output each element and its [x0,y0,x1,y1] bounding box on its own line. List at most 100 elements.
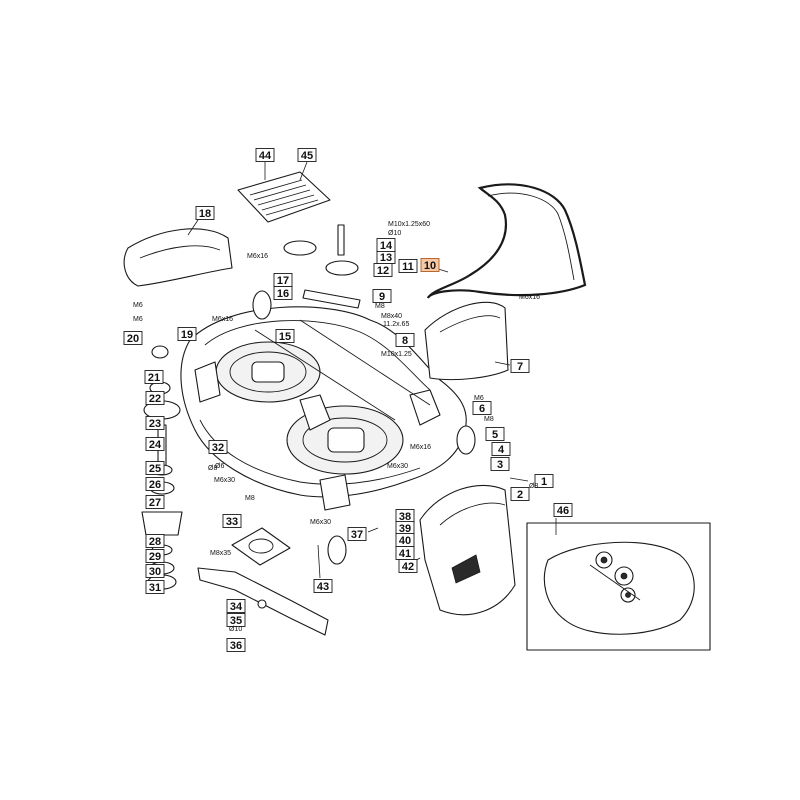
callout-label: 2 [517,489,523,501]
spec-label: M6x30 [214,477,235,484]
callout-label: 29 [149,551,161,563]
callout-label: 14 [380,240,393,252]
spec-label: M8x40 [381,313,402,320]
callout-3: 3 [490,457,510,471]
callout-26: 26 [145,477,165,491]
deflector-42 [419,484,516,616]
callout-label: 27 [149,497,161,509]
callout-label: 36 [230,640,242,652]
callout-43: 43 [313,579,333,593]
callout-label: 6 [479,403,485,415]
callout-box [376,238,396,252]
callout-box [177,327,197,341]
spec-label: M8 [375,303,385,310]
callout-label: 12 [377,265,389,277]
spec-label: M8 [484,416,494,423]
callout-label: 23 [149,418,161,430]
callout-box [398,259,418,273]
callout-4: 4 [491,442,511,456]
callout-label: 4 [498,444,505,456]
callout-box [372,289,392,303]
spec-label: Ø6 [215,463,224,470]
callout-label: 17 [277,275,289,287]
callout-box [145,461,165,475]
callout-label: 38 [399,511,411,523]
callout-46: 46 [553,503,573,517]
callout-label: 16 [277,288,289,300]
callout-label: 18 [199,208,211,220]
callout-13: 13 [376,250,396,264]
callout-label: 19 [181,329,193,341]
callout-label: 11 [402,261,414,273]
callout-label: 45 [301,150,313,162]
callout-label: 33 [226,516,238,528]
spec-label: Ø8 [529,483,538,490]
callout-12: 12 [373,263,393,277]
callout-19: 19 [177,327,197,341]
callout-16: 16 [273,286,293,300]
callout-10: 10 [420,258,440,272]
callout-label: 3 [497,459,503,471]
callout-label: 32 [212,442,224,454]
callout-box [123,331,143,345]
callout-18: 18 [195,206,215,220]
callout-35: 35 [226,613,246,627]
callout-23: 23 [145,416,165,430]
callout-32: 32 [208,440,228,454]
spec-label: M6x16 [519,294,540,301]
callout-14: 14 [376,238,396,252]
callout-2: 2 [510,487,530,501]
spec-label: M6 [133,316,143,323]
belt-cover-18 [123,228,233,287]
callout-20: 20 [123,331,143,345]
callout-5: 5 [485,427,505,441]
mower-deck [180,306,467,511]
callout-label: 20 [127,333,139,345]
callout-label: 40 [399,535,411,547]
callout-box [490,457,510,471]
spec-label: Ø8 [208,465,217,472]
callout-1: 1 [534,474,554,488]
callout-label: 30 [149,566,161,578]
callout-label: 9 [379,291,385,303]
blade-34 [197,567,329,636]
spec-label: Ø10 [388,230,401,237]
callout-label: 28 [149,536,161,548]
callout-21: 21 [144,370,164,384]
callout-28: 28 [145,534,165,548]
callout-label: 22 [149,393,161,405]
callout-box [145,564,165,578]
callout-box [275,329,295,343]
callout-label: 42 [402,561,414,573]
callout-29: 29 [145,549,165,563]
callout-label: 43 [317,581,329,593]
callout-box [255,148,275,162]
callout-label: 21 [148,372,160,384]
spec-label: M6 [133,302,143,309]
callout-box [145,495,165,509]
callout-box [534,474,554,488]
callout-box [226,638,246,652]
callout-label: 35 [230,615,242,627]
callout-box [510,359,530,373]
callout-label: 15 [279,331,291,343]
callout-33: 33 [222,514,242,528]
callout-box [398,559,418,573]
callout-box [273,273,293,287]
callout-label: 1 [541,476,547,488]
spec-label: M6x30 [387,463,408,470]
callout-box [510,487,530,501]
callout-box [491,442,511,456]
callout-label: 5 [492,429,498,441]
callout-36: 36 [226,638,246,652]
spec-label: Ø10 [229,626,242,633]
spec-label: M8x35 [210,550,231,557]
callout-17: 17 [273,273,293,287]
spec-label: M6x16 [212,316,233,323]
callout-box [485,427,505,441]
callout-6: 6 [472,401,492,415]
callout-42: 42 [398,559,418,573]
drive-belt-10 [426,183,587,299]
callout-22: 22 [145,391,165,405]
